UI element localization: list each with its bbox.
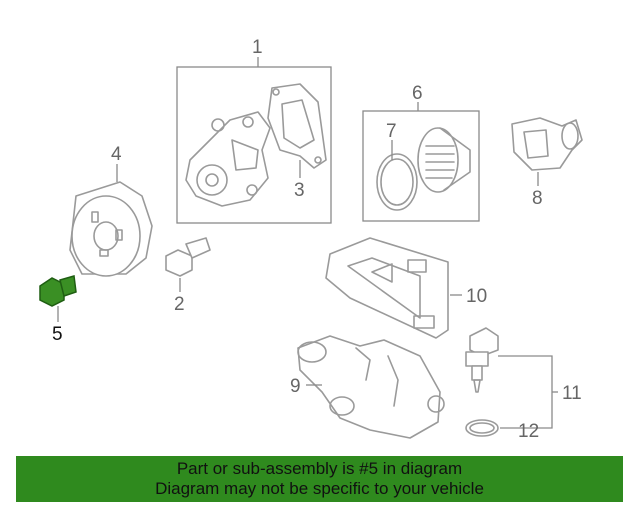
group-box-1 bbox=[176, 66, 332, 224]
callout-9[interactable]: 9 bbox=[290, 376, 301, 397]
callout-12[interactable]: 12 bbox=[518, 421, 539, 442]
outlet-housing[interactable] bbox=[511, 117, 583, 171]
thermostat-seal[interactable] bbox=[376, 153, 418, 211]
group-box-6 bbox=[362, 110, 480, 222]
banner-line-1: Part or sub-assembly is #5 in diagram bbox=[176, 459, 463, 478]
callout-4[interactable]: 4 bbox=[111, 144, 122, 165]
pulley[interactable] bbox=[69, 181, 153, 277]
callout-2[interactable]: 2 bbox=[174, 294, 185, 315]
callout-5[interactable]: 5 bbox=[52, 324, 63, 345]
parts-diagram: 1 3 6 7 8 bbox=[39, 37, 583, 442]
callout-10[interactable]: 10 bbox=[466, 286, 487, 307]
thermostat-housing[interactable] bbox=[297, 335, 445, 439]
callout-3[interactable]: 3 bbox=[294, 180, 305, 201]
sensor-seal[interactable] bbox=[465, 419, 499, 437]
callout-6[interactable]: 6 bbox=[412, 83, 423, 104]
pump-gasket[interactable] bbox=[267, 83, 327, 169]
pulley-bolt[interactable] bbox=[165, 237, 211, 277]
housing-gasket[interactable] bbox=[325, 237, 449, 339]
callout-11[interactable]: 11 bbox=[562, 383, 582, 404]
banner-line-2: Diagram may not be specific to your vehi… bbox=[155, 479, 484, 498]
temperature-sensor[interactable] bbox=[465, 327, 499, 393]
water-pump[interactable] bbox=[185, 111, 271, 207]
callout-7[interactable]: 7 bbox=[386, 121, 397, 142]
highlighted-bolt-5[interactable] bbox=[39, 275, 77, 307]
info-banner: Part or sub-assembly is #5 in diagram Di… bbox=[16, 456, 623, 502]
callout-1[interactable]: 1 bbox=[252, 37, 263, 58]
thermostat[interactable] bbox=[417, 127, 471, 193]
callout-8[interactable]: 8 bbox=[532, 188, 543, 209]
